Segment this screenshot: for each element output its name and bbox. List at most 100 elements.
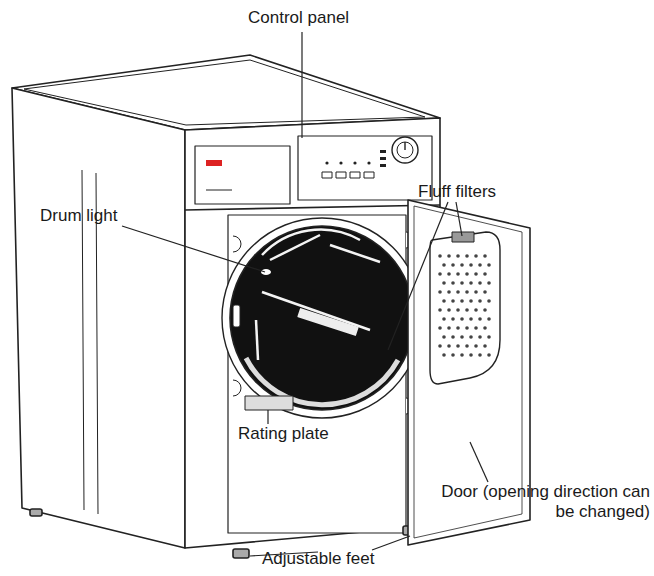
drum-paddle: [298, 309, 358, 335]
vent-hole: [483, 272, 487, 276]
latch-guide: [233, 236, 241, 252]
logo-mark: [206, 160, 222, 166]
indicator: [380, 164, 386, 167]
foot: [233, 549, 249, 558]
foot: [30, 509, 42, 516]
vent-hole: [451, 353, 455, 357]
leader-line: [388, 202, 448, 350]
vent-hole: [451, 317, 455, 321]
vent-hole: [438, 272, 442, 276]
vent-hole: [438, 326, 442, 330]
vent-hole: [474, 290, 478, 294]
vent-hole: [478, 299, 482, 303]
drum-paddle: [270, 235, 320, 260]
vent-hole: [465, 290, 469, 294]
vent-hole: [447, 272, 451, 276]
vent-hole: [456, 290, 460, 294]
vent-holes: [438, 254, 491, 357]
vent-hole: [456, 344, 460, 348]
vent-hole: [438, 308, 442, 312]
leader-line: [301, 32, 302, 138]
vent-hole: [487, 281, 491, 285]
logo-module: [195, 146, 290, 204]
vent-hole: [447, 344, 451, 348]
vent-hole: [451, 281, 455, 285]
leader-line: [372, 536, 410, 550]
vent-hole: [451, 335, 455, 339]
vent-hole: [456, 254, 460, 258]
vent-hole: [469, 299, 473, 303]
side-panel: [12, 88, 185, 548]
drum-light: [261, 269, 271, 275]
vent-hole: [478, 353, 482, 357]
fluff-filter: [452, 232, 474, 242]
vent-hole: [487, 317, 491, 321]
vent-hole: [460, 353, 464, 357]
vent-hole: [487, 353, 491, 357]
vent-hole: [451, 263, 455, 267]
program-knob: [397, 142, 413, 158]
vent-hole: [442, 281, 446, 285]
vent-hole: [451, 299, 455, 303]
vent-hole: [447, 308, 451, 312]
vent-hole: [465, 326, 469, 330]
vent-hole: [438, 254, 442, 258]
vent-hole: [478, 263, 482, 267]
vent-hole: [438, 344, 442, 348]
part-label: Fluff filters: [418, 182, 528, 202]
vent-hole: [483, 254, 487, 258]
latch-guide: [233, 380, 241, 396]
vent-hole: [474, 272, 478, 276]
vent-hole: [460, 281, 464, 285]
vent-hole: [456, 308, 460, 312]
vent-hole: [442, 263, 446, 267]
vent-hole: [478, 317, 482, 321]
vent-hole: [465, 254, 469, 258]
vent-hole: [442, 335, 446, 339]
vent-hole: [442, 317, 446, 321]
vent-hole: [469, 317, 473, 321]
drum-paddle: [256, 320, 258, 360]
indicator: [367, 161, 370, 164]
vent-hole: [483, 308, 487, 312]
button: [322, 172, 332, 178]
vent-hole: [474, 326, 478, 330]
part-label: Door (opening direction can be changed): [418, 482, 650, 522]
vent-hole: [447, 290, 451, 294]
button: [350, 172, 360, 178]
vent-hole: [478, 281, 482, 285]
vent-hole: [460, 263, 464, 267]
vent-hole: [474, 308, 478, 312]
vent-hole: [469, 263, 473, 267]
vent-hole: [447, 326, 451, 330]
leader-line: [470, 442, 488, 482]
vent-hole: [447, 254, 451, 258]
drum-rib: [262, 230, 360, 255]
vent-hole: [487, 299, 491, 303]
indicator: [353, 161, 356, 164]
vent-hole: [460, 335, 464, 339]
indicator: [380, 157, 386, 160]
button: [364, 172, 374, 178]
vent-hole: [469, 353, 473, 357]
logo-line: [206, 190, 232, 191]
vent-hole: [465, 344, 469, 348]
button: [336, 172, 346, 178]
vent-hole: [483, 344, 487, 348]
vent-hole: [483, 326, 487, 330]
vent-hole: [438, 290, 442, 294]
vent-hole: [442, 299, 446, 303]
panel-divider: [185, 205, 440, 210]
front-panel: [185, 118, 440, 548]
leader-line: [267, 410, 268, 424]
vent-hole: [460, 317, 464, 321]
control-panel-module: [298, 136, 432, 200]
vent-hole: [474, 254, 478, 258]
drum-paddle: [262, 292, 370, 330]
vent-hole: [469, 281, 473, 285]
indicator: [325, 161, 328, 164]
leader-line: [122, 226, 265, 272]
drum-opening: [222, 218, 422, 418]
vent-hole: [456, 326, 460, 330]
